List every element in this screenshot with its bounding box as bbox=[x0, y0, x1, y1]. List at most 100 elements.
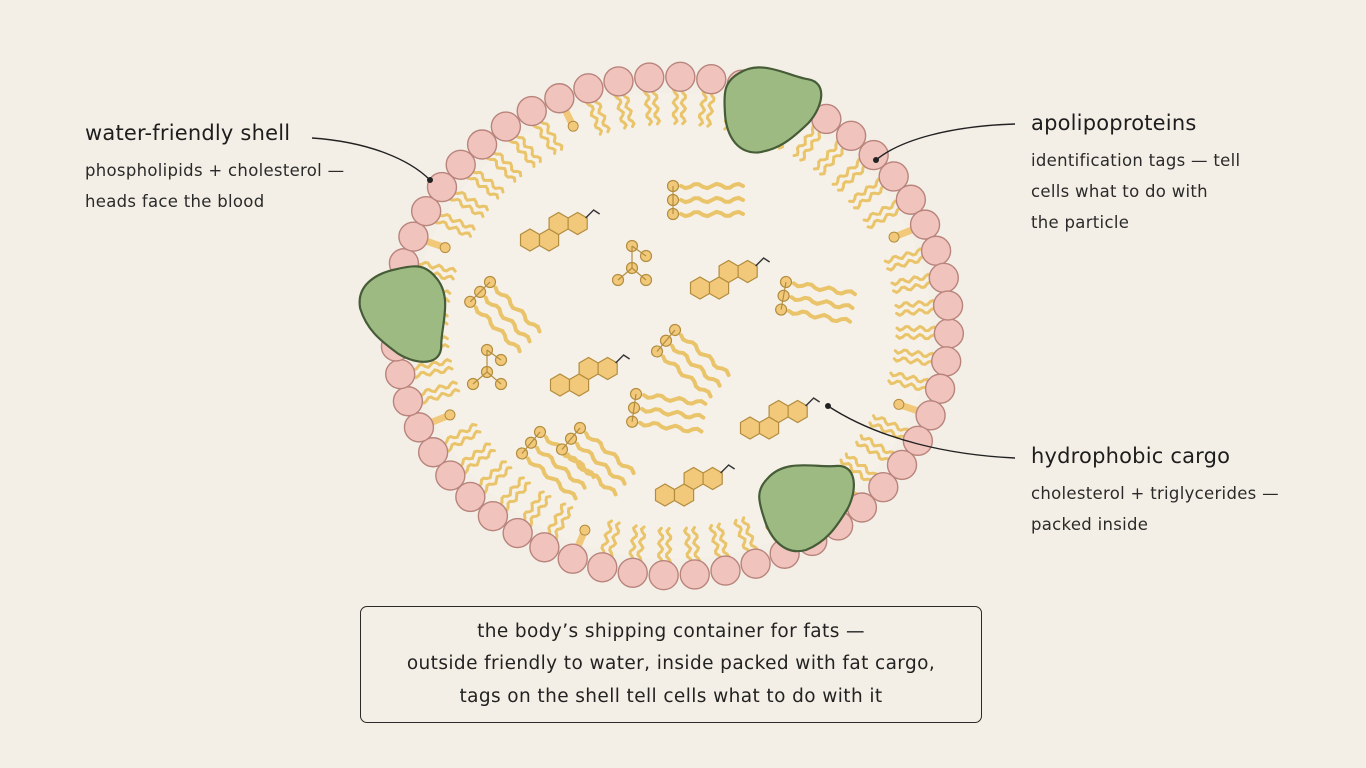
lipid-tail bbox=[460, 448, 496, 475]
lipid-tail bbox=[613, 91, 628, 130]
lipid-tail bbox=[539, 116, 564, 151]
lipid-tail bbox=[697, 87, 708, 127]
lipid-tail bbox=[480, 466, 513, 494]
phospholipid-head bbox=[920, 235, 952, 266]
phospholipid-head bbox=[516, 95, 547, 127]
phospholipid-head bbox=[617, 557, 648, 588]
lipid-tail bbox=[848, 177, 884, 204]
lipid-tail bbox=[716, 522, 731, 561]
lipid-tail bbox=[855, 440, 892, 464]
cholesterol-molecule bbox=[739, 397, 821, 440]
phospholipid-head bbox=[696, 64, 727, 95]
lipid-tail bbox=[628, 524, 639, 563]
lipid-tail bbox=[792, 124, 818, 158]
lipid-tail bbox=[844, 452, 879, 479]
lipid-tail bbox=[819, 145, 848, 176]
lipid-tail bbox=[740, 516, 759, 554]
leader-line bbox=[311, 137, 431, 181]
lipid-tail bbox=[416, 380, 458, 398]
triglyceride-molecule bbox=[775, 275, 857, 324]
apolipoprotein-blob bbox=[758, 464, 855, 553]
glycerol-molecule bbox=[466, 343, 508, 391]
phospholipid-head bbox=[529, 532, 560, 563]
lipid-tail bbox=[474, 460, 507, 489]
phospholipid-head bbox=[886, 449, 918, 481]
phospholipid-head bbox=[417, 437, 449, 468]
shell-cholesterol-ring bbox=[567, 120, 579, 132]
phospholipid-head bbox=[932, 290, 964, 321]
hydrophobic-cargo-molecules bbox=[464, 179, 857, 507]
caption-line-2: outside friendly to water, inside packed… bbox=[406, 653, 936, 675]
lipid-tail bbox=[465, 173, 500, 200]
shell-cholesterol-ring bbox=[444, 409, 456, 421]
lipid-tail bbox=[514, 131, 542, 164]
leader-line bbox=[827, 405, 1016, 459]
phospholipid-head bbox=[895, 184, 927, 215]
lipid-tail bbox=[599, 519, 613, 558]
phospholipid-head bbox=[455, 481, 486, 513]
cargo-label: hydrophobic cargo cholesterol + triglyce… bbox=[1031, 444, 1279, 540]
lipid-tail bbox=[636, 525, 647, 565]
lipid-tail bbox=[411, 365, 454, 380]
lipid-tail bbox=[437, 211, 476, 231]
shell-label: water-friendly shell phospholipids + cho… bbox=[85, 121, 344, 217]
phospholipid-head bbox=[587, 552, 618, 583]
phospholipid-head bbox=[392, 386, 424, 417]
cargo-label-description: cholesterol + triglycerides — packed ins… bbox=[1031, 484, 1279, 534]
lipid-tail bbox=[866, 206, 904, 230]
triglyceride-molecule bbox=[666, 179, 745, 221]
phospholipid-head bbox=[835, 120, 867, 152]
shell-label-title: water-friendly shell bbox=[85, 121, 291, 145]
apolipoprotein-blob bbox=[358, 265, 447, 363]
phospholipid-head bbox=[928, 262, 959, 294]
phospholipid-head bbox=[931, 346, 962, 377]
lipid-tail bbox=[812, 140, 842, 171]
phospholipid-head bbox=[909, 209, 941, 240]
phospholipid-head bbox=[915, 400, 946, 431]
apolipoproteins-label: apolipoproteins identification tags — te… bbox=[1031, 111, 1240, 238]
apolipoprotein-blob bbox=[723, 66, 823, 154]
lipid-tail bbox=[892, 356, 936, 366]
lipid-tail bbox=[592, 95, 611, 134]
lipid-tail bbox=[419, 387, 461, 405]
caption-box: the body’s shipping container for fats —… bbox=[360, 606, 982, 723]
lipid-tail bbox=[585, 98, 604, 136]
lipid-tail bbox=[471, 167, 505, 194]
caption-line-3: tags on the shell tell cells what to do … bbox=[459, 685, 883, 707]
phospholipid-head bbox=[573, 73, 604, 104]
lipid-tail bbox=[895, 306, 938, 318]
triglyceride-molecule bbox=[626, 387, 708, 434]
cholesterol-molecule bbox=[549, 354, 631, 397]
lipid-tail bbox=[705, 89, 716, 128]
lipid-tail bbox=[456, 442, 492, 468]
lipid-tail bbox=[837, 163, 870, 192]
phospholipid-head bbox=[557, 543, 588, 574]
phospholipid-head bbox=[477, 500, 509, 532]
leader-dot bbox=[873, 157, 879, 163]
phospholipid-head bbox=[466, 129, 498, 160]
phospholipid-head bbox=[740, 548, 771, 579]
lipid-tail bbox=[508, 136, 536, 168]
lipid-tail bbox=[868, 421, 907, 441]
lipid-tail bbox=[452, 188, 489, 212]
lipid-tail bbox=[690, 526, 702, 565]
lipid-tail bbox=[485, 153, 517, 183]
phospholipid-head bbox=[426, 171, 458, 203]
lipid-tail bbox=[679, 86, 688, 126]
phospholipid-head bbox=[924, 373, 956, 404]
lipid-tail bbox=[799, 128, 825, 162]
phospholipid-head bbox=[385, 358, 416, 390]
shell-cholesterol-ring bbox=[888, 231, 900, 243]
lipid-tail bbox=[872, 414, 911, 434]
apolipoproteins-label-description: identification tags — tell cells what to… bbox=[1031, 151, 1241, 232]
lipid-tail bbox=[887, 379, 929, 392]
lipid-tail bbox=[862, 199, 900, 223]
phospholipid-head bbox=[679, 559, 710, 590]
phospholipid-head bbox=[648, 559, 679, 591]
lipid-tail bbox=[502, 481, 532, 512]
lipid-tail bbox=[544, 502, 567, 538]
lipid-tail bbox=[671, 86, 680, 125]
phospholipid-head bbox=[490, 111, 522, 142]
lipid-tail bbox=[448, 194, 485, 218]
